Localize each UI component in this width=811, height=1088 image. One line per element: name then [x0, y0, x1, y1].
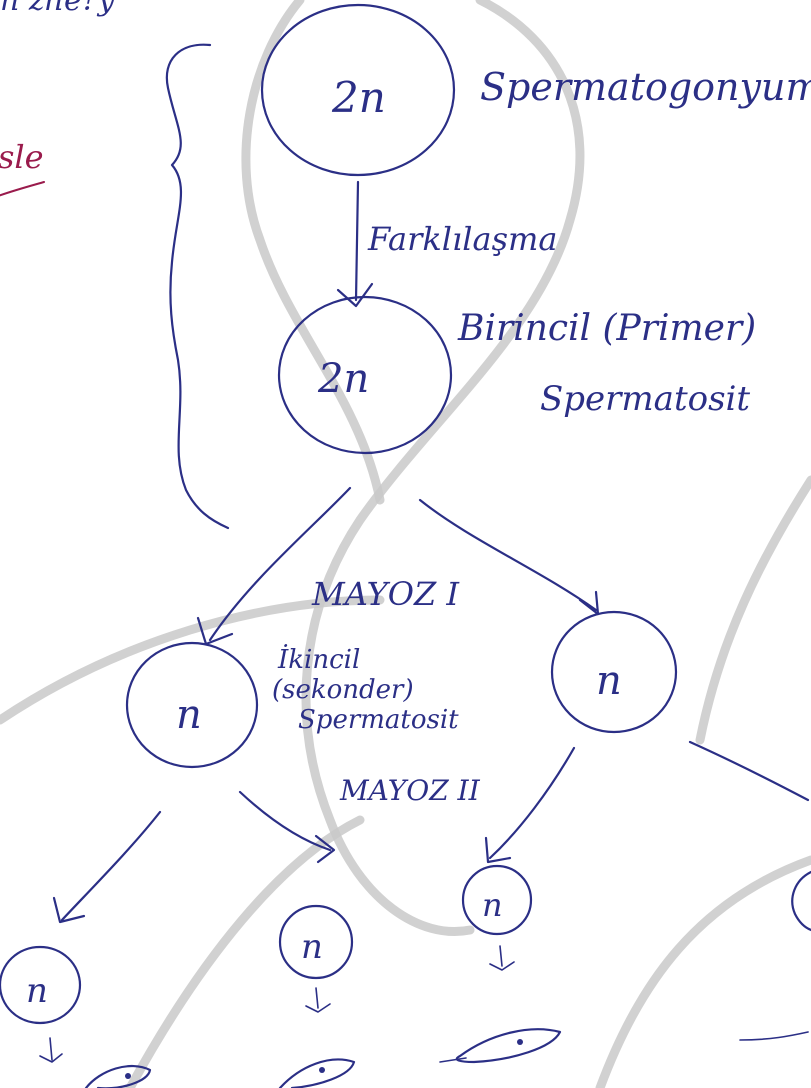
sperm-nucleus: [125, 1073, 131, 1079]
sekonder-spermatosit-right-node: n: [550, 610, 678, 734]
node-circle: [260, 3, 456, 177]
top-left-fragment: n zhe?y: [0, 0, 116, 18]
curly-brace: [165, 43, 230, 530]
node-ploidy: n: [176, 692, 202, 738]
node-ploidy: 2n: [331, 73, 386, 122]
arrow-meiosis2-4: [688, 740, 810, 802]
left-margin-fragment: sle: [0, 138, 44, 176]
node-label: Spermatogonyum: [480, 65, 811, 109]
node-ploidy: n: [301, 927, 323, 967]
sperm-nucleus: [517, 1039, 523, 1045]
arrowhead-meiosis2-2: [314, 834, 336, 864]
sperm-shape-3: [439, 1028, 562, 1064]
node-ploidy: n: [596, 658, 622, 704]
node-label-line1: İkincil: [277, 644, 360, 675]
arrowhead-meiosis2-1: [52, 896, 86, 924]
sperm-shape-1: [84, 1065, 152, 1088]
spermatid-4-node: [791, 870, 811, 932]
edge-label-meiosis1: MAYOZ I: [311, 575, 460, 613]
node-circle: [278, 904, 354, 980]
arrowhead-meiosis1-right: [578, 590, 600, 616]
spermatid-1-node: n: [0, 945, 82, 1025]
edge-label-growth: Farklılaşma: [367, 220, 557, 258]
arrow-meiosis1-left: [208, 486, 352, 642]
down-arrow-1: [39, 1037, 63, 1063]
spermatid-3-node: n: [461, 864, 533, 936]
primer-spermatosit-node: 2n Birincil (Primer) Spermatosit: [277, 295, 756, 455]
node-circle: [0, 945, 82, 1025]
red-underline: [0, 181, 45, 197]
sperm-tail: [439, 1057, 467, 1063]
sperm-head: [84, 1065, 152, 1088]
arrow-meiosis1-right: [418, 498, 598, 612]
down-arrow-4-partial: [739, 1031, 809, 1041]
node-ploidy: n: [26, 971, 48, 1011]
node-label-line1: Birincil (Primer): [457, 308, 756, 349]
node-circle: [461, 864, 533, 936]
sperm-nucleus: [319, 1067, 325, 1073]
edge-label-meiosis2: MAYOZ II: [339, 774, 481, 807]
arrowhead-meiosis2-3: [484, 836, 512, 864]
down-arrow-3: [489, 945, 515, 971]
sperm-head: [278, 1058, 356, 1088]
node-circle: [125, 641, 259, 769]
node-ploidy: 2n: [317, 356, 369, 402]
sperm-shape-2: [278, 1058, 356, 1088]
arrow-meiosis2-1: [60, 810, 162, 922]
spermatid-2-node: n: [278, 904, 354, 980]
arrow-growth: [354, 180, 360, 302]
arrow-meiosis2-3: [488, 746, 576, 860]
node-circle: [277, 295, 453, 455]
sekonder-spermatosit-left-node: n İkincil (sekonder) Spermatosit: [125, 641, 459, 769]
node-label-line3: Spermatosit: [298, 705, 459, 735]
sperm-head: [455, 1028, 562, 1064]
down-arrow-2: [305, 987, 331, 1013]
node-circle: [550, 610, 678, 734]
arrow-meiosis2-2: [238, 790, 332, 852]
node-ploidy: n: [482, 886, 503, 924]
node-label-line2: Spermatosit: [540, 379, 750, 419]
arrowhead-growth: [336, 282, 374, 308]
spermatogonyum-node: 2n Spermatogonyum: [260, 3, 811, 177]
node-circle-partial: [791, 870, 811, 932]
node-label-line2: (sekonder): [272, 675, 414, 705]
